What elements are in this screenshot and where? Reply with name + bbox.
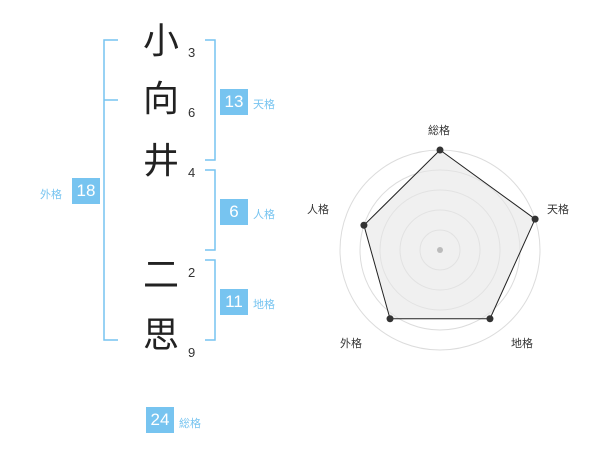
gaikaku-bracket bbox=[103, 39, 118, 341]
radar-point bbox=[436, 146, 444, 154]
radar-label-gaikaku: 外格 bbox=[340, 337, 362, 350]
radar-point bbox=[386, 315, 394, 323]
radar-center bbox=[437, 247, 443, 253]
stroke-count-1: 3 bbox=[188, 45, 196, 60]
gaikaku-badge: 18 bbox=[72, 178, 100, 204]
jinkaku-bracket bbox=[205, 169, 216, 251]
radar-label-chikaku: 地格 bbox=[511, 337, 533, 350]
name-char-1: 小 bbox=[142, 21, 179, 62]
radar-label-soukaku: 総格 bbox=[428, 124, 450, 137]
tenkaku-badge: 13 bbox=[220, 89, 248, 115]
gaikaku-label: 外格 bbox=[40, 188, 62, 201]
stroke-count-5: 9 bbox=[188, 345, 196, 360]
soukaku-badge: 24 bbox=[146, 407, 174, 433]
radar-label-jinkaku: 人格 bbox=[307, 203, 329, 216]
chikaku-bracket bbox=[205, 259, 216, 341]
tenkaku-bracket bbox=[205, 39, 216, 161]
name-char-4: 二 bbox=[142, 255, 179, 296]
tenkaku-label: 天格 bbox=[253, 98, 275, 111]
stroke-count-2: 6 bbox=[188, 105, 196, 120]
radar-label-tenkaku: 天格 bbox=[547, 203, 569, 216]
jinkaku-label: 人格 bbox=[253, 208, 275, 221]
radar-point bbox=[531, 215, 539, 223]
name-char-3: 井 bbox=[142, 141, 179, 182]
chikaku-label: 地格 bbox=[253, 298, 275, 311]
radar-point bbox=[486, 315, 494, 323]
name-char-5: 思 bbox=[142, 315, 179, 356]
radar-polygon bbox=[363, 149, 536, 320]
radar-point bbox=[360, 221, 368, 229]
chikaku-badge: 11 bbox=[220, 289, 248, 315]
stroke-count-3: 4 bbox=[188, 165, 196, 180]
stroke-count-4: 2 bbox=[188, 265, 196, 280]
jinkaku-badge: 6 bbox=[220, 199, 248, 225]
soukaku-label: 総格 bbox=[179, 417, 201, 430]
name-char-2: 向 bbox=[142, 79, 179, 120]
